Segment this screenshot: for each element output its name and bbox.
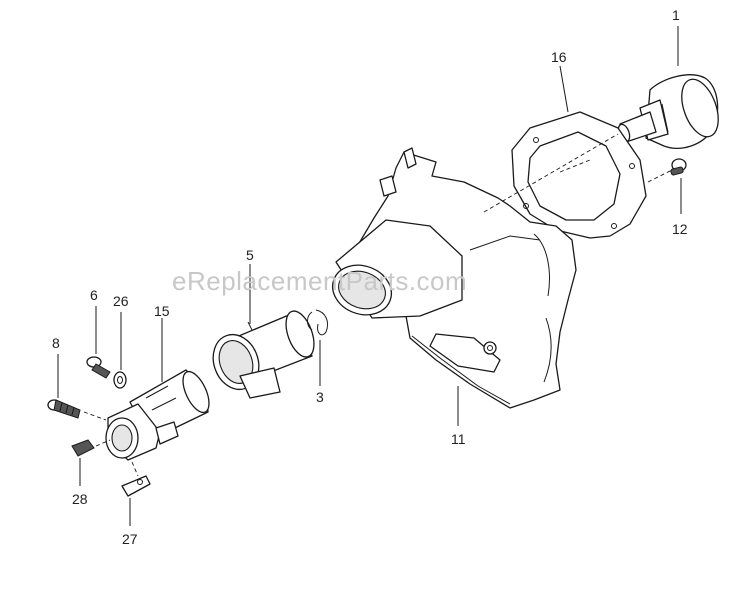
part-28-insert — [71, 439, 95, 457]
part-8-screw — [47, 399, 81, 419]
callout-16: 16 — [551, 49, 567, 65]
callout-26: 26 — [113, 293, 129, 309]
leader-lines — [57, 26, 682, 526]
callout-11: 11 — [451, 431, 466, 447]
part-12-screw — [670, 158, 687, 176]
part-16-gasket-plate — [511, 111, 647, 239]
part-15-clamp — [105, 369, 210, 461]
part-1-clutch-drum — [617, 74, 719, 149]
callout-3: 3 — [316, 389, 324, 405]
callout-27: 27 — [122, 531, 138, 547]
callout-5: 5 — [246, 247, 254, 263]
part-27-lug — [121, 475, 151, 497]
callout-28: 28 — [72, 491, 88, 507]
callout-12: 12 — [672, 221, 688, 237]
watermark-text: eReplacementParts.com — [172, 266, 467, 296]
callout-1: 1 — [672, 7, 680, 23]
part-11-housing — [331, 147, 577, 409]
assembly-lines — [83, 133, 673, 477]
part-5-sleeve — [212, 310, 315, 399]
part-26-washer — [113, 371, 127, 389]
part-3-snap-ring — [307, 309, 329, 336]
callout-labels: 1 16 12 11 5 3 6 26 15 8 28 27 — [52, 7, 688, 547]
callout-15: 15 — [154, 303, 170, 319]
callout-8: 8 — [52, 335, 60, 351]
callout-6: 6 — [90, 287, 98, 303]
part-6-bolt — [86, 356, 111, 379]
